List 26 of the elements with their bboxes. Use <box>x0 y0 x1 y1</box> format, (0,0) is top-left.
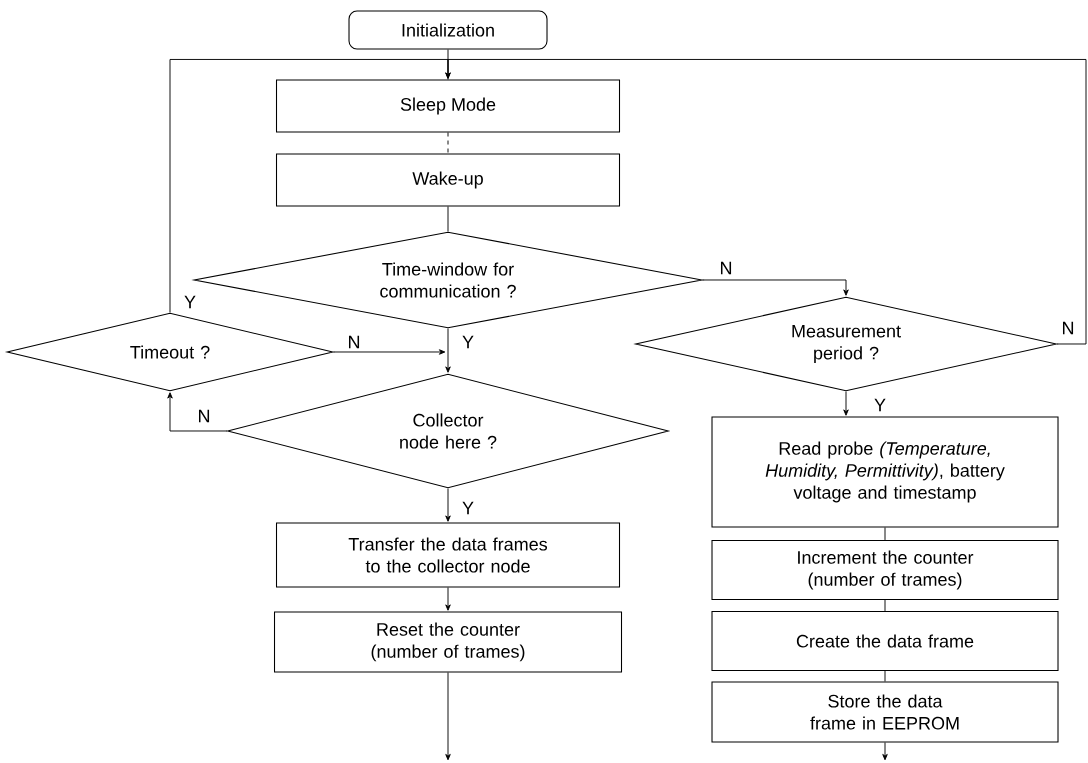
edge-label: Y <box>460 500 476 516</box>
arrow <box>843 391 849 416</box>
process-box: Increment the counter (number of trames) <box>711 539 1059 601</box>
arrow <box>167 392 228 432</box>
arrow <box>445 488 451 522</box>
edge-label: N <box>718 260 734 276</box>
arrow <box>445 328 451 373</box>
process-box: Read probe (Temperature, Humidity, Permittivity), battery voltage and timestamp <box>711 416 1059 528</box>
edge-label: N <box>196 408 212 424</box>
arrow <box>882 742 888 761</box>
edge-label: N <box>346 334 362 350</box>
arrow <box>445 587 451 611</box>
process-box: Wake-up <box>275 153 621 207</box>
process-box: Transfer the data frames to the collector node <box>275 522 621 588</box>
process-box: Store the data frame in EEPROM <box>711 681 1059 743</box>
arrow <box>333 349 446 355</box>
process-box: Create the data frame <box>711 610 1059 672</box>
edge-label: Y <box>460 334 476 350</box>
edge-label: N <box>1060 320 1076 336</box>
arrow <box>702 279 849 296</box>
arrow <box>445 672 451 761</box>
edge-label: Y <box>872 397 888 413</box>
process-box: Sleep Mode <box>275 79 621 133</box>
terminal-box: Initialization <box>348 10 548 50</box>
arrow <box>445 59 1087 345</box>
process-box: Reset the counter (number of trames) <box>273 611 623 673</box>
